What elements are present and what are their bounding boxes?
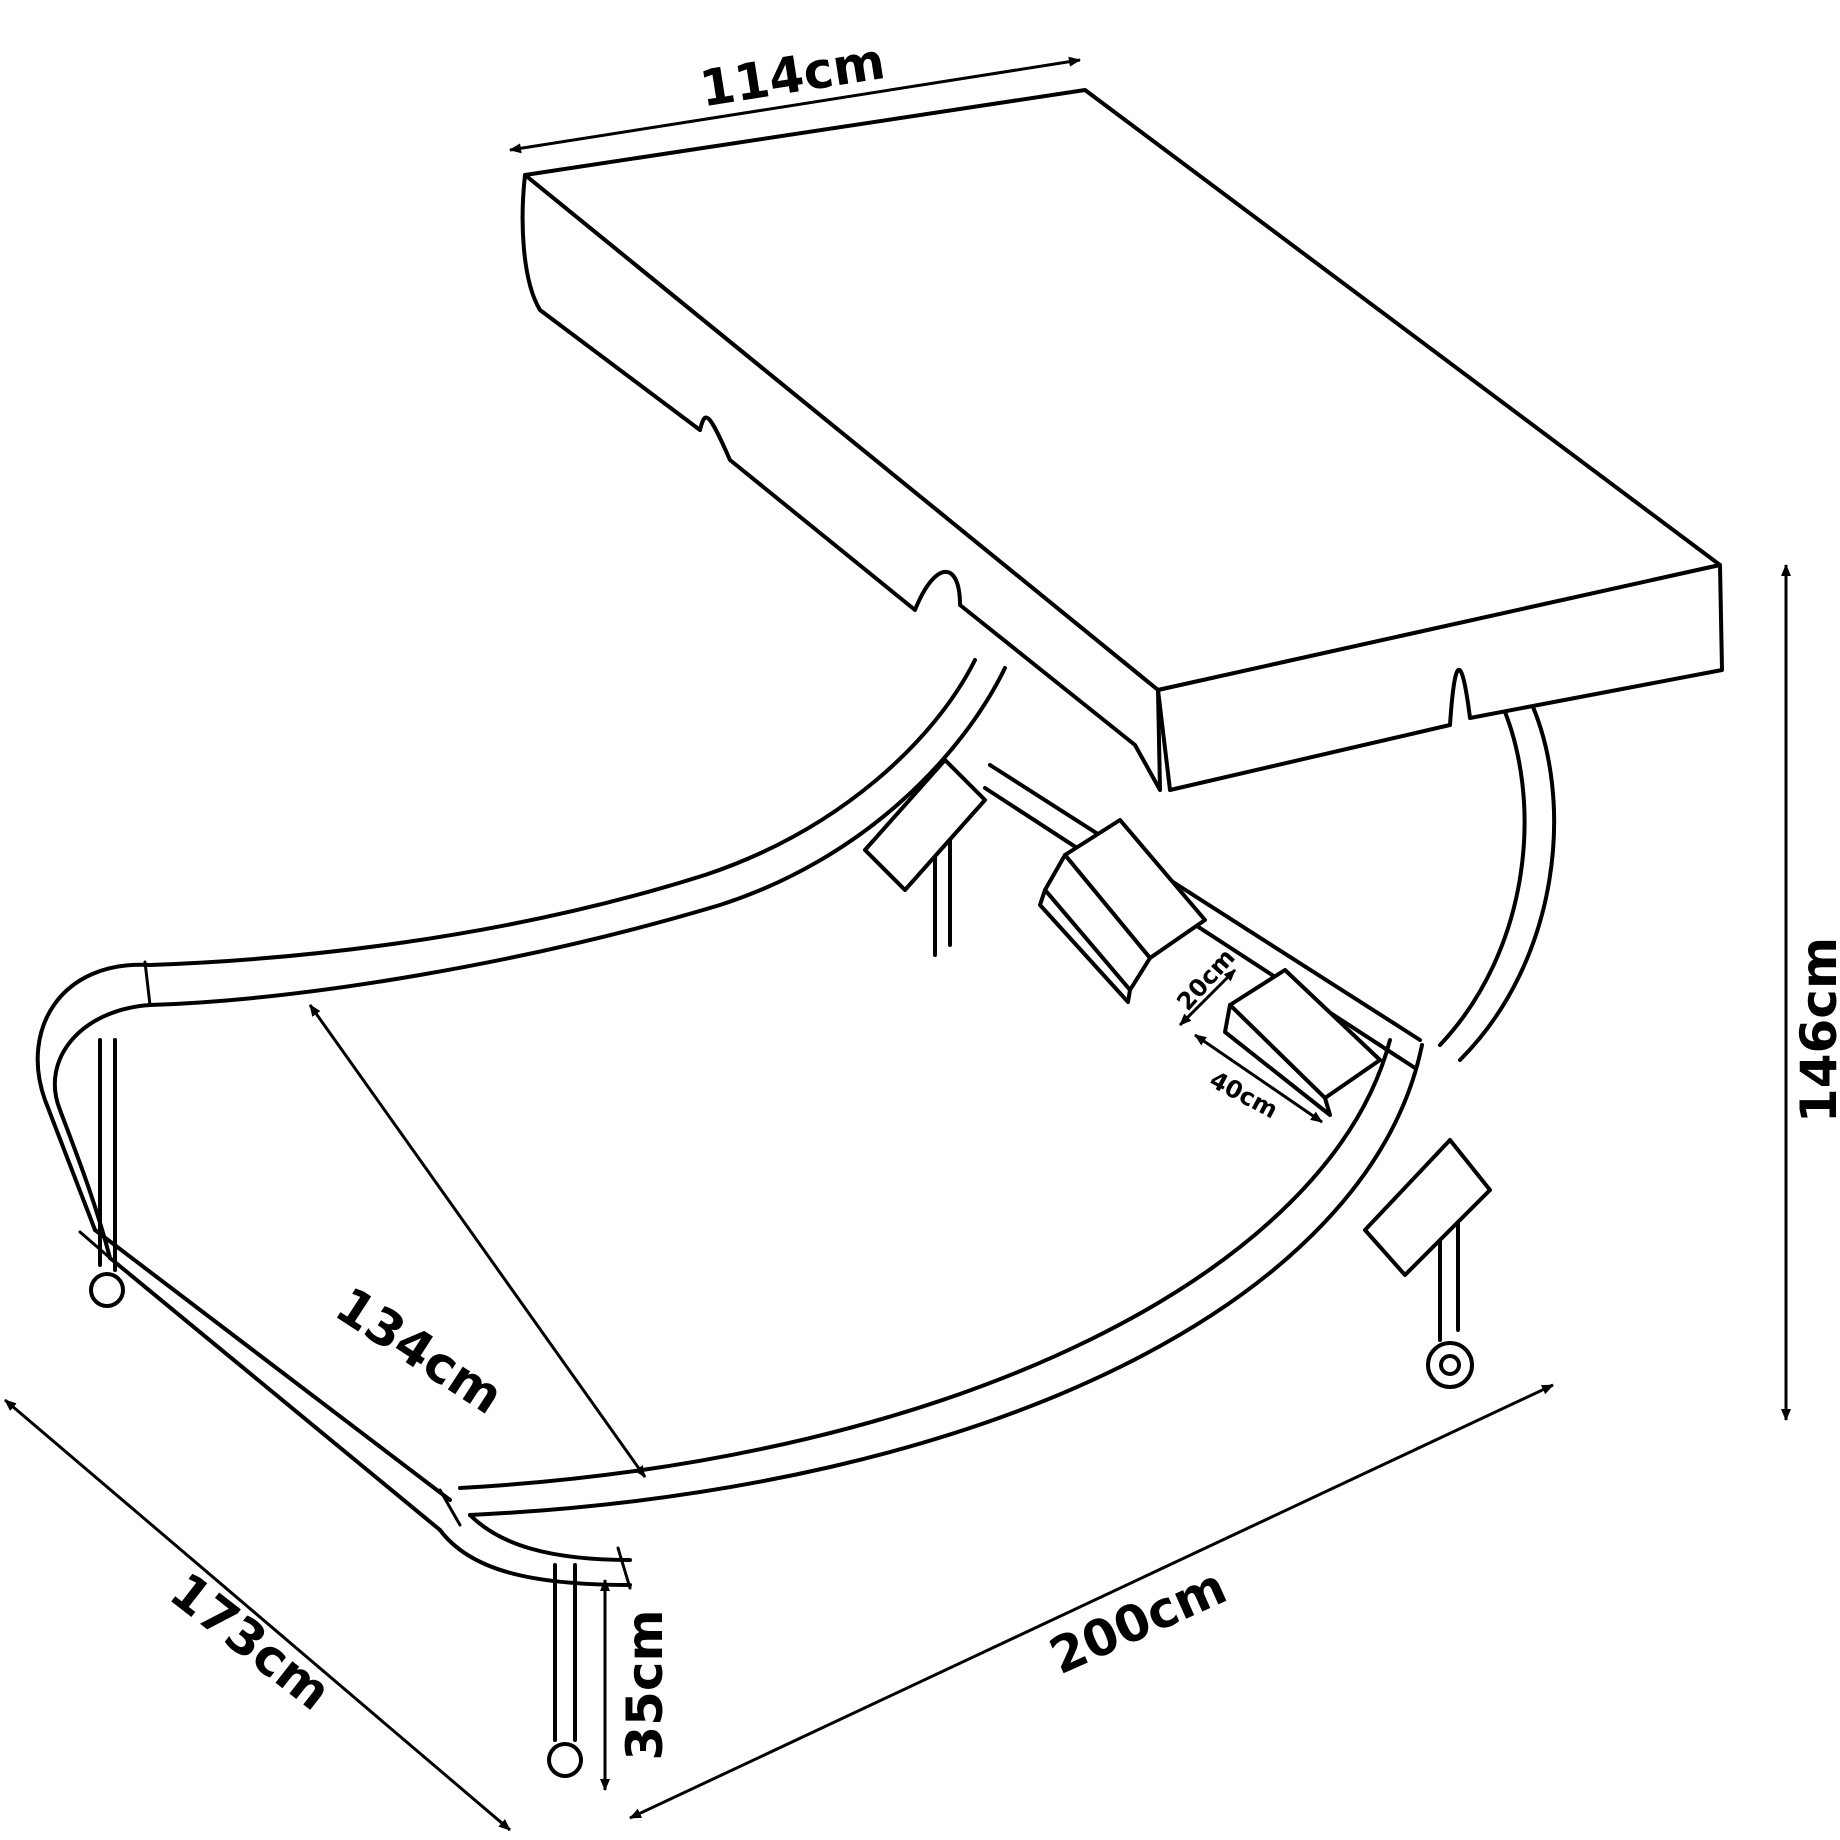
dim-line-length [629, 1383, 1554, 1820]
pillow-rear [1038, 818, 1207, 1004]
dim-line-pillow-height [1178, 968, 1237, 1027]
dimension-lines [4, 56, 1791, 1832]
left-back-arc [148, 658, 1007, 1007]
inner-back-rail [983, 763, 1422, 1070]
canopy [520, 88, 1724, 792]
label-length: 200cm [1041, 1557, 1235, 1686]
dim-line-depth [4, 1398, 511, 1832]
label-depth: 173cm [159, 1561, 341, 1721]
dim-line-canopy-width [509, 56, 1081, 154]
left-end-loop [35, 960, 152, 1260]
dim-line-bed-length [308, 1004, 647, 1478]
clamp-brackets [863, 758, 1492, 1277]
left-rail [93, 1228, 452, 1532]
label-bed-length: 134cm [325, 1276, 513, 1426]
label-pillow-width: 40cm [1205, 1066, 1282, 1125]
dim-line-pillow-width [1194, 1033, 1323, 1124]
label-total-height: 146cm [1790, 937, 1840, 1123]
label-leg-height: 35cm [616, 1609, 674, 1760]
bed-front-curve [458, 1038, 1424, 1517]
right-back-arc [1438, 698, 1557, 1062]
